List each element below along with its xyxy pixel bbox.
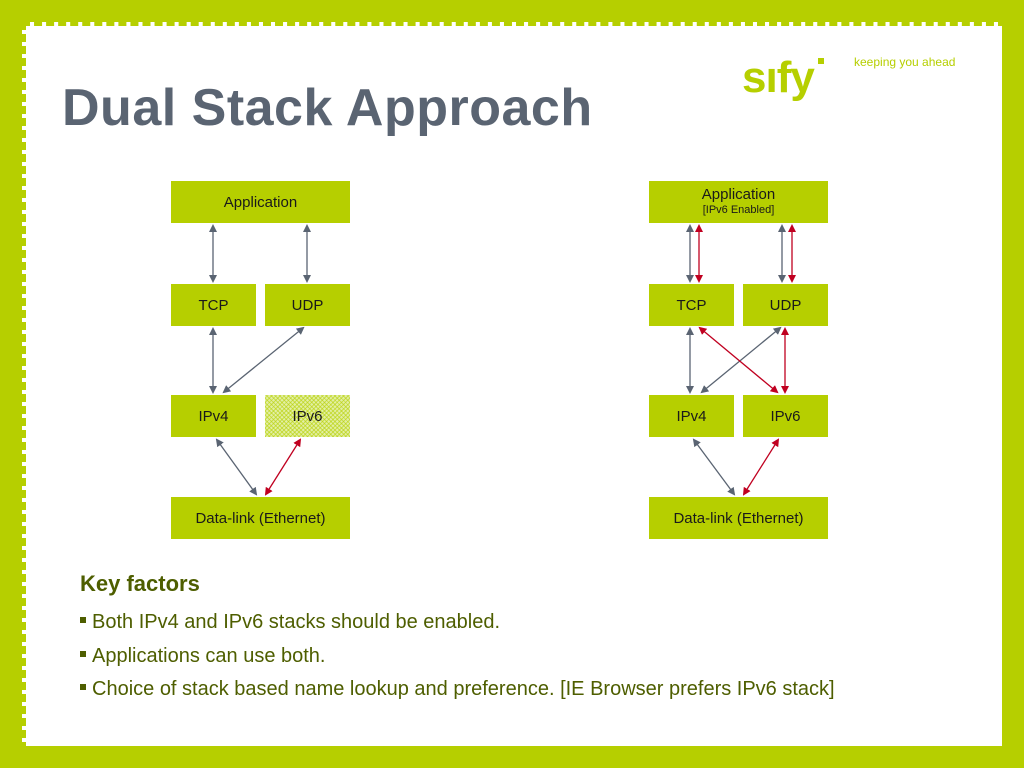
bullet-square-icon [80, 683, 86, 690]
right-tcp-box: TCP [649, 284, 734, 326]
right-ipv6-label: IPv6 [770, 407, 801, 425]
left-udp-box: UDP [265, 284, 350, 326]
right-ipv4-box: IPv4 [649, 395, 734, 437]
sify-logo: sıfy [742, 53, 815, 102]
left-udp-ipv4-arrow [222, 326, 305, 394]
right-datalink-label: Data-link (Ethernet) [673, 509, 804, 527]
left-ipv4-label: IPv4 [198, 407, 229, 425]
key-factor-item: Choice of stack based name lookup and pr… [80, 678, 835, 701]
left-datalink-box: Data-link (Ethernet) [171, 497, 350, 539]
right-ipv6-datalink-arrow [742, 438, 780, 496]
slide-background [22, 22, 1002, 746]
left-tcp-label: TCP [198, 296, 229, 314]
right-ipv6-box: IPv6 [743, 395, 828, 437]
slide-border [22, 22, 1006, 750]
bullet-square-icon [80, 616, 86, 623]
right-udp-ipv4-arrow [700, 326, 782, 394]
right-application-label: Application [701, 186, 776, 204]
right-application-sublabel: [IPv6 Enabled] [702, 204, 775, 217]
bullet-square-icon [80, 650, 86, 657]
right-ipv4-label: IPv4 [676, 407, 707, 425]
slide-title: Dual Stack Approach [62, 79, 593, 137]
left-udp-label: UDP [291, 296, 324, 314]
right-udp-label: UDP [769, 296, 802, 314]
key-factors-heading: Key factors [80, 571, 200, 596]
right-datalink-box: Data-link (Ethernet) [649, 497, 828, 539]
left-ipv4-datalink-arrow [215, 438, 258, 496]
left-tcp-box: TCP [171, 284, 256, 326]
right-ipv4-datalink-arrow [692, 438, 736, 496]
left-ipv6-box: IPv6 [265, 395, 350, 437]
key-factor-text: Choice of stack based name lookup and pr… [92, 678, 835, 700]
left-ipv4-box: IPv4 [171, 395, 256, 437]
left-ipv6-label: IPv6 [292, 407, 323, 425]
logo-dot [818, 58, 824, 64]
right-application-box: Application [IPv6 Enabled] [649, 181, 828, 223]
key-factor-item: Applications can use both. [80, 645, 326, 668]
right-udp-box: UDP [743, 284, 828, 326]
left-ipv6-datalink-arrow [264, 438, 302, 496]
key-factor-item: Both IPv4 and IPv6 stacks should be enab… [80, 611, 500, 634]
left-application-box: Application [171, 181, 350, 223]
key-factor-text: Applications can use both. [92, 645, 326, 667]
left-application-label: Application [223, 193, 298, 211]
right-tcp-ipv6-arrow [698, 326, 779, 394]
key-factor-text: Both IPv4 and IPv6 stacks should be enab… [92, 611, 501, 633]
logo-tagline: keeping you ahead [854, 55, 956, 69]
right-tcp-label: TCP [676, 296, 707, 314]
left-datalink-label: Data-link (Ethernet) [195, 509, 326, 527]
